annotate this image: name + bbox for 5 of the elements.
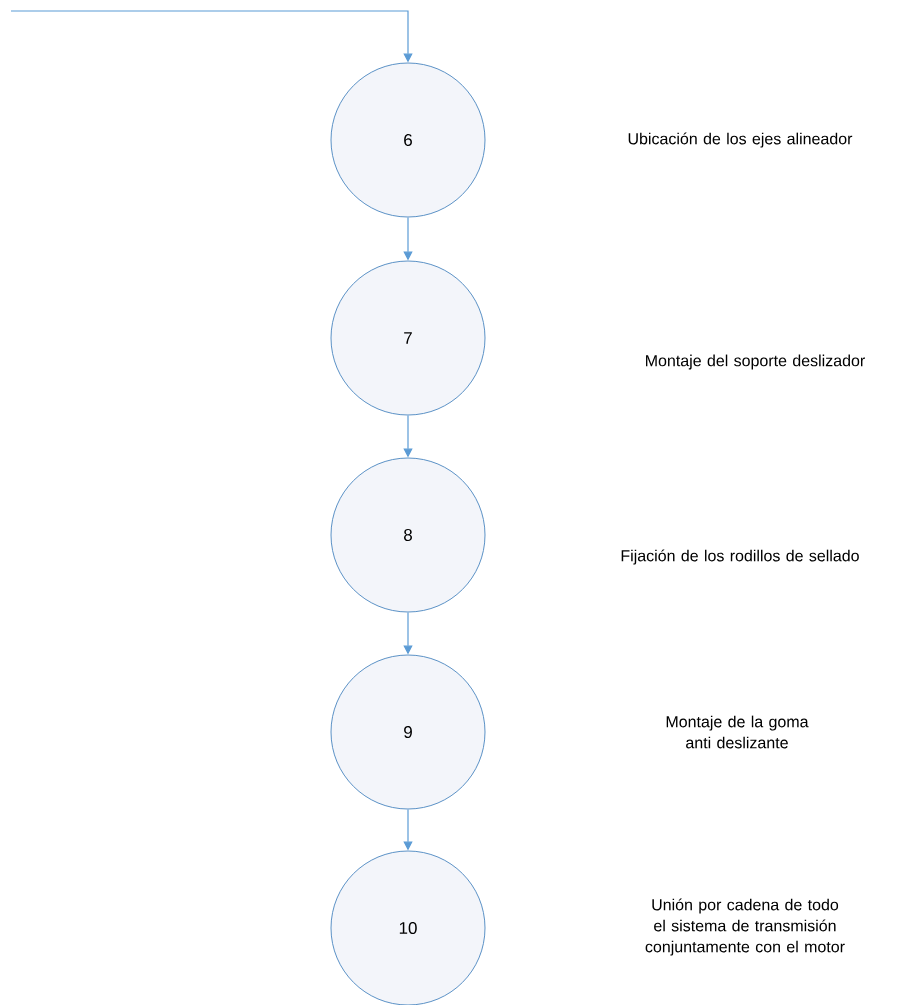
step-description: Unión por cadena de todo el sistema de transmisión conjuntamente con el motor [645,898,845,956]
step-description: Fijación de los rodillos de sellado [621,549,859,565]
step-description: Montaje del soporte deslizador [646,354,865,370]
step-description: Ubicación de los ejes alineador [628,132,853,148]
step-description: Montaje de la goma anti deslizante [666,715,809,749]
